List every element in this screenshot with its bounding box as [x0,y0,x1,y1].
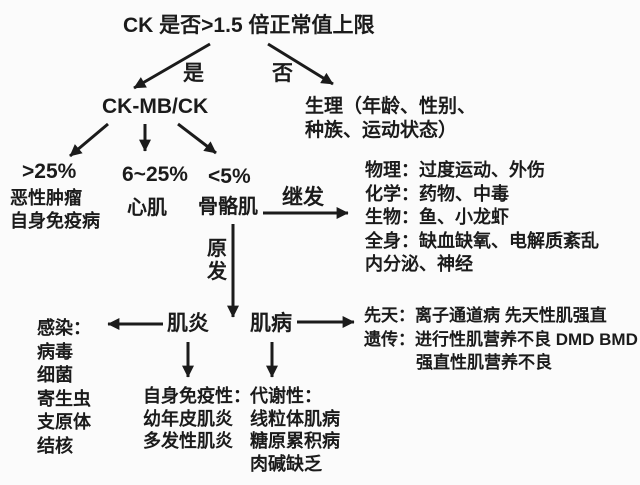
arrow-ckmb-to-low [177,122,217,155]
autoimmune-block: 自身免疫性： 幼年皮肌炎 多发性肌炎 [143,385,251,453]
node-mid-ratio: 6~25% [122,163,188,186]
secondary-label: 继发 [282,186,324,209]
arrow-yes-to-ckmb [133,42,211,90]
arrow-ckmb-to-high [69,122,109,158]
autoimmune-item-1: 幼年皮肌炎 [143,408,233,429]
secondary-item-physical: 物理：过度运动、外伤 [365,160,545,180]
node-low-ratio: <5% [208,165,251,188]
genetic-line-congenital: 先天：离子通道病 先天性肌强直 [364,306,607,325]
secondary-item-biological: 生物：鱼、小龙虾 [365,207,509,227]
infection-item-bacteria: 细菌 [37,365,73,385]
metabolic-block: 代谢性： 线粒体肌病 糖原累积病 肉碱缺乏 [250,385,340,475]
infection-header: 感染： [37,318,91,338]
infection-item-mycoplasma: 支原体 [37,412,91,432]
low-organ: 骨骼肌 [198,196,258,218]
infection-block: 感染： 病毒 细菌 寄生虫 支原体 结核 [37,317,91,458]
infection-item-virus: 病毒 [37,341,73,362]
physiology-line-2: 种族、运动状态） [305,120,458,141]
high-cause-2: 自身免疫病 [10,211,100,231]
autoimmune-item-2: 多发性肌炎 [143,431,233,451]
metabolic-item-2: 糖原累积病 [250,431,340,451]
arrow-no-to-physiology [267,42,334,86]
metabolic-item-1: 线粒体肌病 [250,408,340,429]
genetic-line-myotonic: 强直性肌营养不良 [416,353,552,372]
primary-label: 原发 [207,238,227,283]
yes-label: 是 [183,62,204,85]
node-ckmb-ratio: CK-MB/CK [102,95,209,118]
infection-item-tb: 结核 [37,435,73,456]
high-cause-1: 恶性肿瘤 [10,188,82,208]
genetic-line-hereditary: 遗传：进行性肌营养不良 DMD BMD [364,330,638,349]
metabolic-item-3: 肉碱缺乏 [250,453,322,474]
secondary-item-systemic: 全身：缺血缺氧、电解质紊乱 [365,230,599,251]
secondary-list: 物理：过度运动、外伤 化学：药物、中毒 生物：鱼、小龙虾 全身：缺血缺氧、电解质… [365,159,599,277]
secondary-item-chemical: 化学：药物、中毒 [365,183,509,204]
node-myopathy: 肌病 [250,312,292,335]
metabolic-header: 代谢性： [250,386,322,406]
physiology-block: 生理（年龄、性别、 种族、运动状态） [305,95,476,143]
infection-item-parasite: 寄生虫 [37,388,91,409]
node-high-ratio: >25% [22,160,77,183]
secondary-item-endocrine: 内分泌、神经 [365,254,473,274]
physiology-line-1: 生理（年龄、性别、 [305,96,477,117]
root-question: CK 是否>1.5 倍正常值上限 [123,14,375,37]
node-myositis: 肌炎 [167,312,209,335]
autoimmune-header: 自身免疫性： [143,386,251,406]
no-label: 否 [272,62,293,85]
mid-organ: 心肌 [127,197,167,219]
